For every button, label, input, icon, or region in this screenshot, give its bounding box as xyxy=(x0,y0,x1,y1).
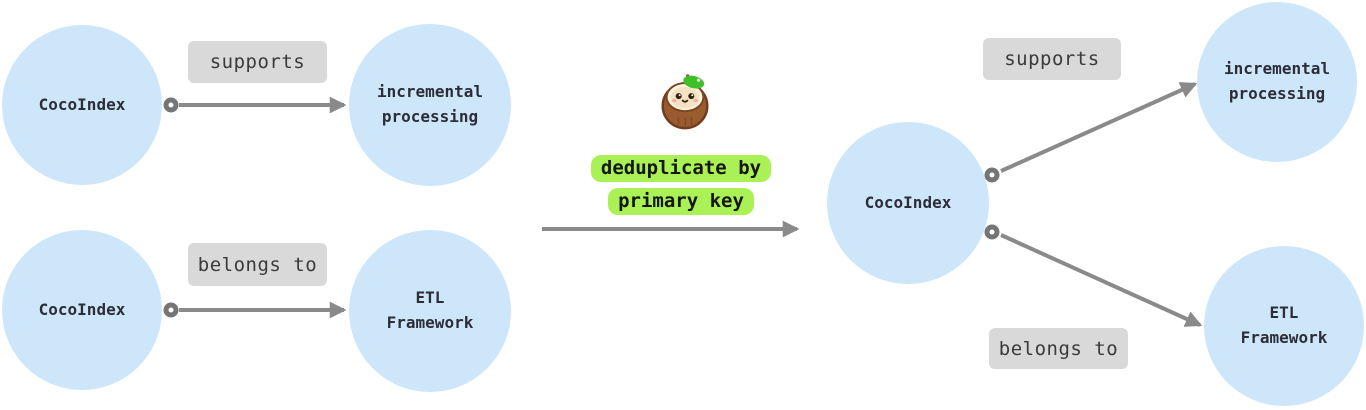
port-ring-icon xyxy=(163,97,179,113)
node-incremental-processing-after: incremental processing xyxy=(1197,2,1357,162)
node-cocoindex-before-1: CocoIndex xyxy=(2,25,162,185)
cocoindex-mascot-icon xyxy=(661,74,709,130)
edge-label-supports-before: supports xyxy=(188,41,327,83)
dedup-operation-label: deduplicate by primary key xyxy=(565,152,797,218)
edge-label-supports-after: supports xyxy=(983,38,1121,80)
node-cocoindex-before-2: CocoIndex xyxy=(2,230,162,390)
node-cocoindex-after: CocoIndex xyxy=(827,122,989,284)
node-etl-framework-before: ETL Framework xyxy=(349,230,511,392)
edge-after-supports xyxy=(1000,82,1198,173)
dedup-operation-text: deduplicate by primary key xyxy=(590,155,772,215)
port-ring-icon xyxy=(163,302,179,318)
edge-label-belongs-to-before: belongs to xyxy=(188,243,327,286)
edge-label-belongs-to-after: belongs to xyxy=(989,328,1128,369)
node-etl-framework-after: ETL Framework xyxy=(1204,246,1364,406)
edge-after-belongs-to xyxy=(1000,233,1203,327)
port-ring-icon xyxy=(984,224,1000,240)
port-ring-icon xyxy=(984,167,1000,183)
node-incremental-processing-before: incremental processing xyxy=(349,24,511,186)
